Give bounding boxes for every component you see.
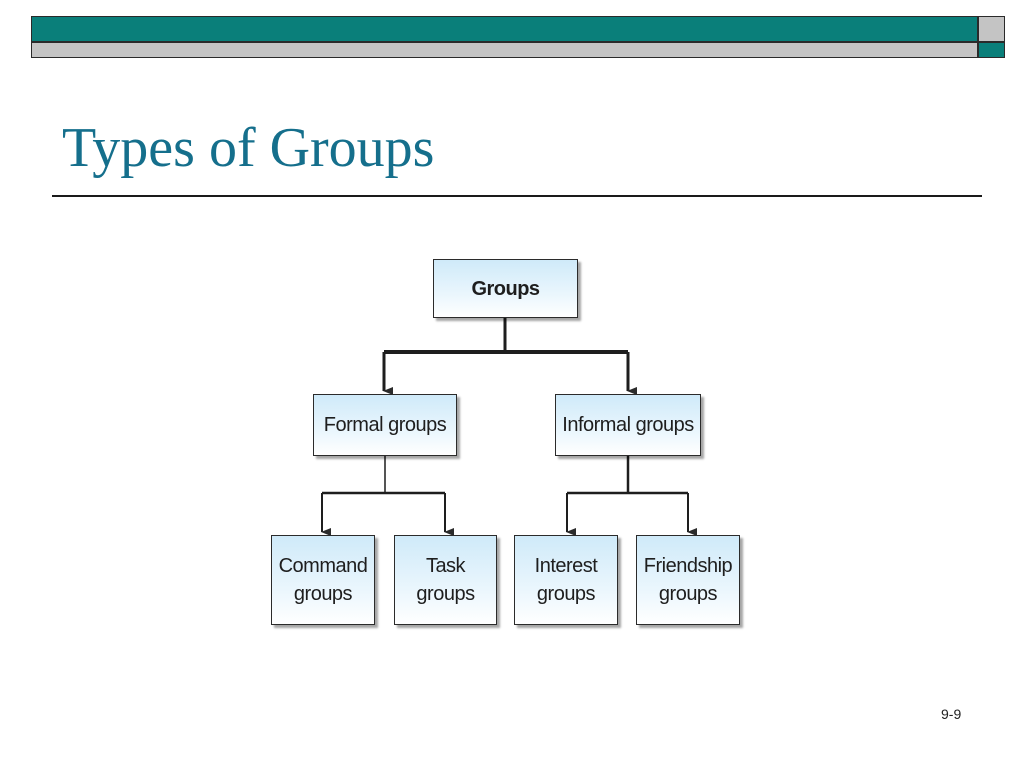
slide-title: Types of Groups xyxy=(62,117,435,179)
title-divider xyxy=(52,195,982,197)
node-command-groups-line2: groups xyxy=(293,583,353,605)
node-informal-groups-label: Informal groups xyxy=(562,414,694,436)
header-corner-block-bottom xyxy=(978,42,1005,58)
node-task-groups-line1: Task xyxy=(425,555,466,577)
page-number: 9-9 xyxy=(941,706,962,722)
node-groups: Groups xyxy=(433,259,578,318)
node-friendship-groups-line2: groups xyxy=(658,583,718,605)
node-command-groups-line1: Command xyxy=(278,555,368,577)
node-formal-groups-label: Formal groups xyxy=(323,414,447,436)
node-groups-label: Groups xyxy=(471,277,540,300)
header-corner-block-top xyxy=(978,16,1005,42)
node-formal-groups: Formal groups xyxy=(313,394,457,456)
header-bar xyxy=(31,16,978,42)
node-friendship-groups: Friendship groups xyxy=(636,535,740,625)
node-task-groups: Task groups xyxy=(394,535,497,625)
node-informal-groups: Informal groups xyxy=(555,394,701,456)
node-interest-groups-line1: Interest xyxy=(534,555,598,577)
node-command-groups: Command groups xyxy=(271,535,375,625)
node-task-groups-line2: groups xyxy=(416,583,475,605)
header-sub-bar xyxy=(31,42,978,58)
node-interest-groups-line2: groups xyxy=(536,583,596,605)
node-interest-groups: Interest groups xyxy=(514,535,618,625)
node-friendship-groups-line1: Friendship xyxy=(643,555,733,577)
